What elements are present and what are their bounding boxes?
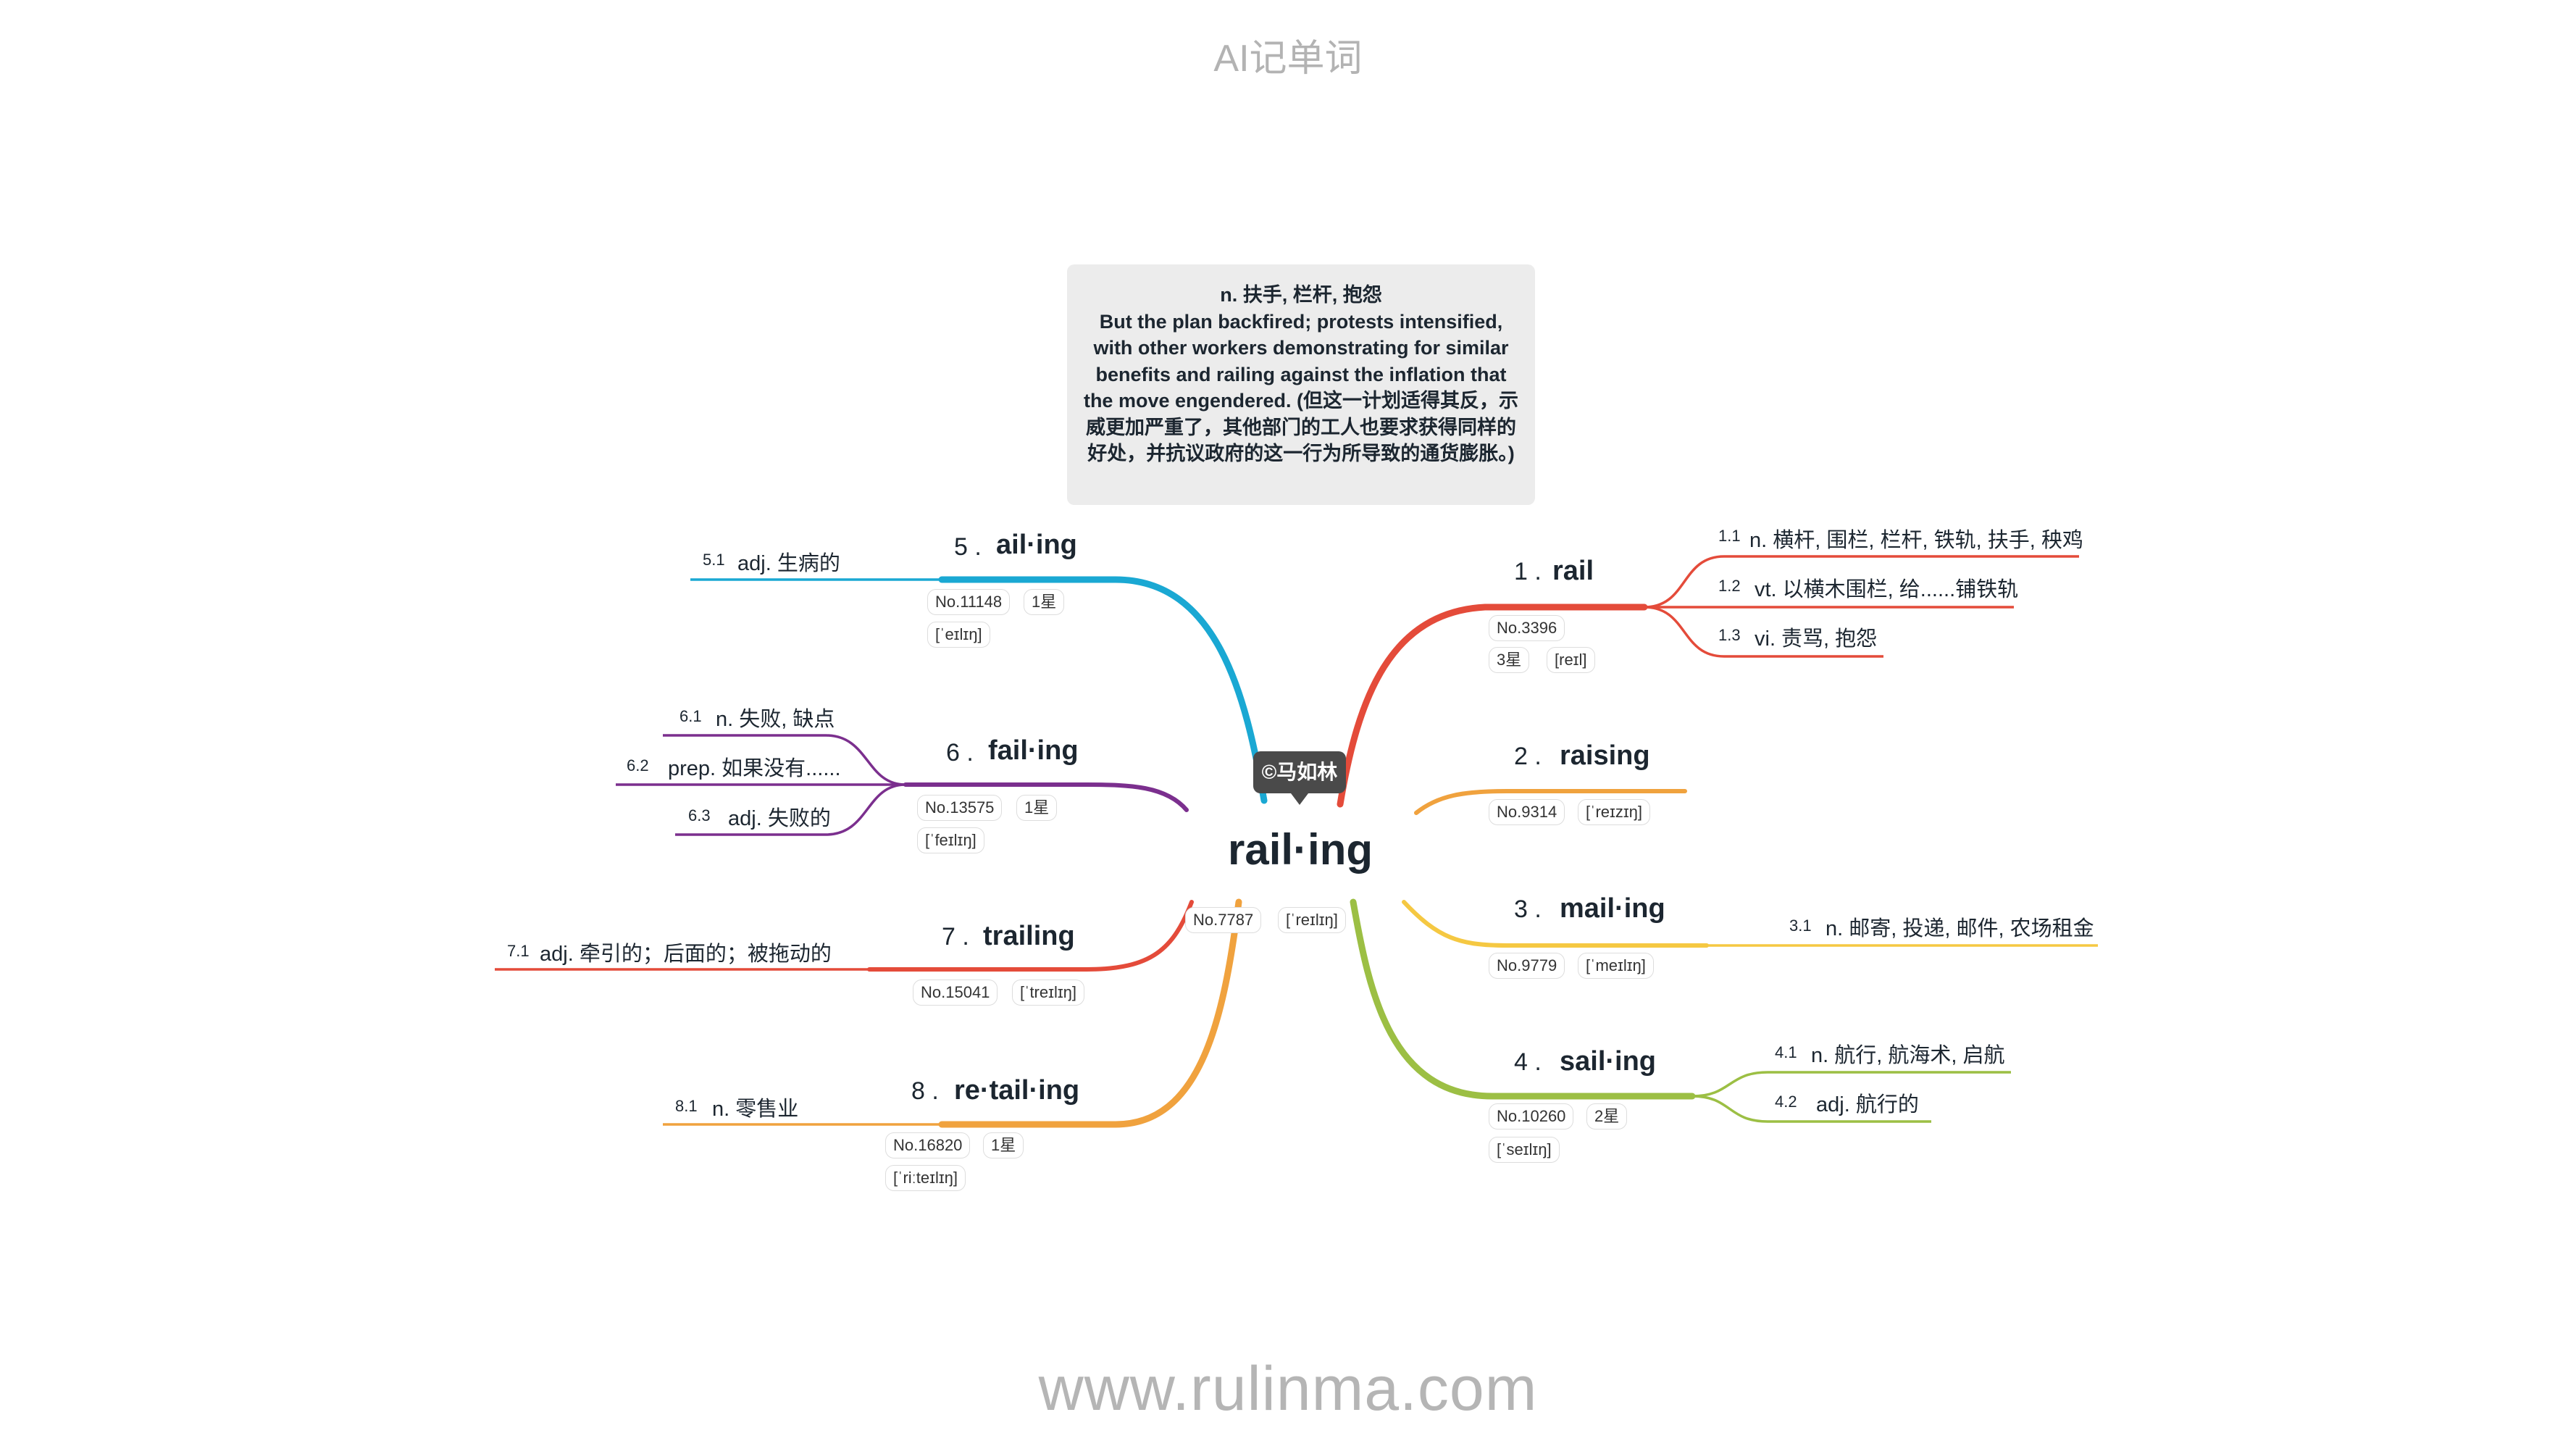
branch-8-rank: No.16820 (885, 1132, 971, 1158)
connector-sense-6-3 (675, 783, 906, 836)
sense-6-1-text: n. 失败, 缺点 (716, 708, 835, 731)
sense-8-1-text: n. 零售业 (712, 1098, 799, 1121)
branch-8-phonetic: [ˈriːteɪlɪŋ] (885, 1165, 966, 1191)
connector-sense-4-1 (1691, 1071, 2011, 1098)
branch-4-rank: No.10260 (1489, 1103, 1574, 1129)
sense-3-1-number: 3.1 (1789, 916, 1812, 935)
definition-note: n. 扶手, 栏杆, 抱怨 But the plan backfired; pr… (1067, 264, 1535, 505)
sense-3-1-text: n. 邮寄, 投递, 邮件, 农场租金 (1826, 917, 2094, 940)
branch-5-phonetic: [ˈeɪlɪŋ] (927, 622, 990, 648)
sense-1-2-text: vt. 以横木围栏, 给......铺铁轨 (1755, 578, 2019, 601)
sense-6-2-text: prep. 如果没有...... (668, 757, 841, 780)
connector-sense-1-1 (1644, 555, 2079, 609)
branch-7-phonetic: [ˈtreɪlɪŋ] (1012, 980, 1085, 1006)
branch-7-word[interactable]: trailing (983, 921, 1075, 951)
sense-7-1-text: adj. 牵引的；后面的；被拖动的 (540, 943, 832, 966)
branch-4-number: 4 . (1514, 1048, 1542, 1076)
connector-sailing (1350, 898, 1696, 1100)
connector-retailing (938, 898, 1242, 1128)
note-definition: n. 扶手, 栏杆, 抱怨 (1220, 284, 1382, 306)
central-rank: No.7787 (1185, 907, 1262, 933)
sense-6-3-number: 6.3 (688, 806, 711, 824)
central-word[interactable]: rail·ing (1228, 825, 1373, 874)
branch-1-stars: 3星 (1489, 647, 1530, 673)
branch-6-rank: No.13575 (917, 795, 1003, 821)
branch-6-stars: 1星 (1016, 795, 1058, 821)
sense-6-1-number: 6.1 (679, 707, 702, 725)
branch-4-stars: 2星 (1586, 1103, 1628, 1129)
branch-5-stars: 1星 (1024, 589, 1065, 615)
branch-1-number: 1 . (1514, 558, 1542, 585)
copyright-badge: ©马如林 (1253, 751, 1346, 805)
sense-1-2-number: 1.2 (1718, 577, 1741, 595)
connector-trailing (867, 900, 1194, 972)
branch-4-phonetic: [ˈseɪlɪŋ] (1489, 1137, 1560, 1163)
sense-6-2-number: 6.2 (627, 756, 649, 774)
branch-6-word[interactable]: fail·ing (988, 735, 1079, 766)
sense-1-1-number: 1.1 (1718, 527, 1741, 545)
connector-mailing (1402, 900, 1709, 948)
connector-sense-6-1 (663, 734, 906, 786)
branch-5-word[interactable]: ail·ing (996, 530, 1077, 560)
branch-5-number: 5 . (954, 533, 982, 561)
connector-sense-4-2 (1691, 1095, 1931, 1123)
branch-2-number: 2 . (1514, 743, 1542, 770)
connector-sense-1-3 (1644, 606, 1883, 658)
app-title: AI记单词 (1213, 38, 1363, 80)
sense-5-1-text: adj. 生病的 (737, 552, 840, 575)
branch-3-word[interactable]: mail·ing (1560, 893, 1665, 924)
branch-4-word[interactable]: sail·ing (1560, 1046, 1657, 1077)
central-phonetic: [ˈreɪlɪŋ] (1278, 907, 1346, 933)
branch-2-rank: No.9314 (1489, 799, 1565, 825)
branch-8-stars: 1星 (983, 1132, 1024, 1158)
sense-4-1-text: n. 航行, 航海术, 启航 (1811, 1044, 2005, 1067)
sense-4-2-text: adj. 航行的 (1816, 1093, 1919, 1116)
branch-8-number: 8 . (911, 1077, 939, 1105)
branch-2-word[interactable]: raising (1560, 740, 1650, 771)
branch-5-rank: No.11148 (927, 589, 1011, 615)
sense-1-3-text: vi. 责骂, 抱怨 (1755, 627, 1878, 651)
branch-7-number: 7 . (942, 923, 969, 951)
connector-raising (1414, 789, 1687, 815)
sense-4-1-number: 4.1 (1775, 1043, 1797, 1061)
sense-7-1-number: 7.1 (507, 942, 530, 960)
branch-6-phonetic: [ˈfeɪlɪŋ] (917, 827, 984, 853)
note-example: But the plan backfired; protests intensi… (1083, 310, 1519, 465)
branch-2-phonetic: [ˈreɪzɪŋ] (1578, 799, 1651, 825)
site-url: www.rulinma.com (1038, 1354, 1538, 1424)
sense-4-2-number: 4.2 (1775, 1093, 1797, 1111)
branch-1-phonetic: [reɪl] (1547, 647, 1595, 673)
connector-rail (1337, 604, 1648, 808)
sense-6-3-text: adj. 失败的 (728, 807, 831, 830)
branch-1-word[interactable]: rail (1552, 556, 1594, 586)
branch-3-number: 3 . (1514, 895, 1542, 923)
branch-6-number: 6 . (946, 739, 974, 767)
branch-7-rank: No.15041 (913, 980, 998, 1006)
sense-5-1-number: 5.1 (703, 551, 725, 569)
branch-8-word[interactable]: re·tail·ing (954, 1075, 1080, 1106)
branch-3-rank: No.9779 (1489, 953, 1565, 979)
branch-1-rank: No.3396 (1489, 615, 1565, 641)
sense-1-3-number: 1.3 (1718, 626, 1741, 644)
connector-failing (903, 782, 1189, 812)
sense-1-1-text: n. 横杆, 围栏, 栏杆, 铁轨, 扶手, 秧鸡 (1749, 529, 2083, 552)
branch-3-phonetic: [ˈmeɪlɪŋ] (1578, 953, 1654, 979)
sense-8-1-number: 8.1 (675, 1097, 698, 1115)
